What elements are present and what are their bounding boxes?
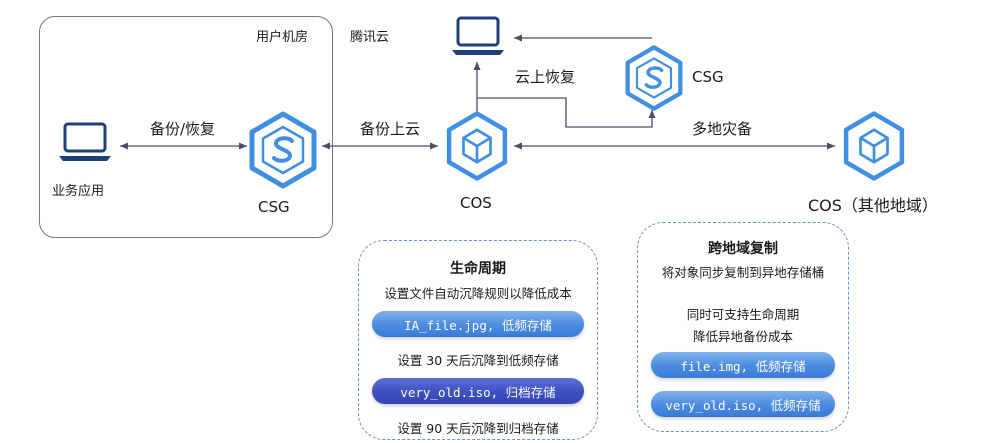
cos-other-region-label: COS（其他地域） (808, 196, 938, 215)
user-room-label: 用户机房 (256, 30, 309, 45)
cross-region-file-img-pill: file.img, 低频存储 (651, 352, 835, 378)
multi-region-dr-label: 多地灾备 (692, 120, 753, 138)
lifecycle-ia-file-pill: IA_file.jpg, 低频存储 (372, 311, 584, 337)
cloud-laptop-icon (452, 16, 504, 55)
csg-cloud-hexagon-icon (625, 45, 683, 111)
cross-region-subtitle: 将对象同步复制到异地存储桶 (661, 265, 825, 280)
laptop-icon (59, 122, 111, 161)
cross-region-very-old-pill: very_old.iso, 低频存储 (651, 391, 835, 417)
cross-region-title: 跨地域复制 (708, 241, 778, 257)
lifecycle-subtitle: 设置文件自动沉降规则以降低成本 (384, 286, 572, 301)
cloud-restore-label: 云上恢复 (515, 68, 576, 86)
csg-cloud-label: CSG (692, 68, 724, 86)
cos-other-region-icon (843, 111, 905, 181)
backup-restore-label: 备份/恢复 (150, 120, 216, 138)
lifecycle-note-30-days: 设置 30 天后沉降到低频存储 (397, 353, 559, 368)
business-app-label: 业务应用 (52, 184, 105, 199)
lifecycle-note-90-days: 设置 90 天后沉降到归档存储 (397, 421, 559, 436)
csg-hexagon-icon (249, 111, 317, 189)
user-room-boundary (39, 16, 333, 238)
lifecycle-title: 生命周期 (450, 261, 506, 277)
csg-local-label: CSG (258, 198, 290, 216)
cos-hexagon-cube-icon (446, 111, 508, 181)
cross-region-panel (637, 222, 849, 432)
cos-main-label: COS (460, 194, 492, 212)
backup-to-cloud-label: 备份上云 (360, 120, 421, 138)
tencent-cloud-label: 腾讯云 (350, 30, 390, 45)
cross-region-cost-reduction: 降低异地备份成本 (692, 329, 793, 344)
lifecycle-panel (358, 240, 598, 440)
cross-region-lifecycle-support: 同时可支持生命周期 (686, 307, 800, 322)
lifecycle-very-old-pill: very_old.iso, 归档存储 (372, 378, 584, 404)
cos-to-csg-arrow (477, 97, 656, 128)
